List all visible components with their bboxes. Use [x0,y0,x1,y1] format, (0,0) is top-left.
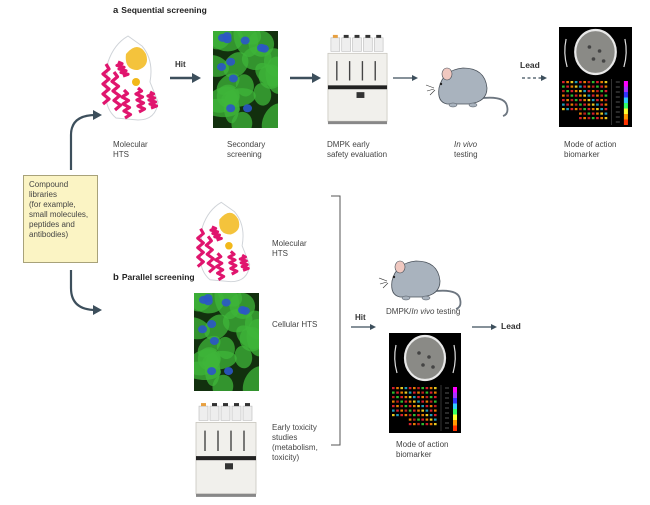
lab-instrument-icon [325,32,390,129]
arrow-lead-parallel [472,324,497,330]
arrow-dashed-lead [522,75,547,81]
panel-b-title-text: Parallel screening [121,272,195,282]
label-in-vivo-testing: In vivo testing [454,140,478,160]
curved-arrow-to-parallel [69,270,102,315]
label-line: Cellular HTS [272,320,318,329]
cell-fluorescence-image [213,31,278,128]
label-line: HTS [272,249,288,258]
hit-label-sequential: Hit [175,60,186,69]
lab-instrument-icon [193,400,259,502]
protein-structure-icon [193,196,261,288]
compound-line: antibodies) [29,230,69,239]
label-line: In vivo [454,140,478,149]
compound-line: small molecules, [29,210,89,219]
panel-a-title-text: Sequential screening [121,5,207,15]
label-line: safety evaluation [327,150,388,159]
label-line: toxicity) [272,453,300,462]
mouse-icon [425,62,520,117]
arrow-hit-sequential [170,73,201,83]
label-cellular-hts: Cellular HTS [272,320,317,330]
mouse-icon [378,255,473,310]
hit-label-parallel: Hit [355,313,366,322]
panel-b-letter: b [113,272,119,283]
lead-label-parallel: Lead [501,321,521,331]
label-dmpk-in-vivo: DMPK/In vivo testing [386,307,460,317]
label-line: Mode of action [396,440,449,449]
label-line: Early toxicity [272,423,317,432]
label-line: Mode of action [564,140,617,149]
label-secondary-screening: Secondary screening [227,140,265,160]
label-line: (metabolism, [272,443,318,452]
label-line: screening [227,150,262,159]
lead-label-sequential: Lead [520,60,540,70]
label-line: Molecular [113,140,148,149]
curved-arrow-to-sequential [69,110,102,170]
panel-a-letter: a [113,5,119,16]
compound-line: Compound [29,180,69,189]
label-line: HTS [113,150,129,159]
compound-libraries-box: Compound libraries (for example, small m… [23,175,98,263]
parallel-bracket [331,195,341,446]
label-line: Molecular [272,239,307,248]
label-line: biomarker [396,450,432,459]
label-line: testing [454,150,478,159]
arrow-hit-parallel [351,324,376,330]
arrow-dmpk-to-invivo [393,75,418,81]
compound-line: (for example, [29,200,76,209]
compound-line: libraries [29,190,58,199]
label-dmpk-early-safety: DMPK early safety evaluation [327,140,387,160]
dmpk-suffix: testing [434,307,461,316]
label-molecular-hts: Molecular HTS [113,140,148,160]
label-molecular-hts-b: Molecular HTS [272,239,307,259]
compound-line: peptides and [29,220,75,229]
dmpk-italic: In vivo [411,307,435,316]
label-line: biomarker [564,150,600,159]
label-line: studies [272,433,298,442]
label-line: Secondary [227,140,266,149]
protein-structure-icon [98,32,170,124]
label-mode-of-action: Mode of action biomarker [564,140,616,160]
dmpk-prefix: DMPK/ [386,307,412,316]
brain-scan-heatmap-image [389,333,461,433]
arrow-secondary-to-dmpk [290,73,321,83]
label-line: DMPK early [327,140,370,149]
cell-fluorescence-image [194,293,259,391]
brain-scan-heatmap-image [559,27,632,127]
